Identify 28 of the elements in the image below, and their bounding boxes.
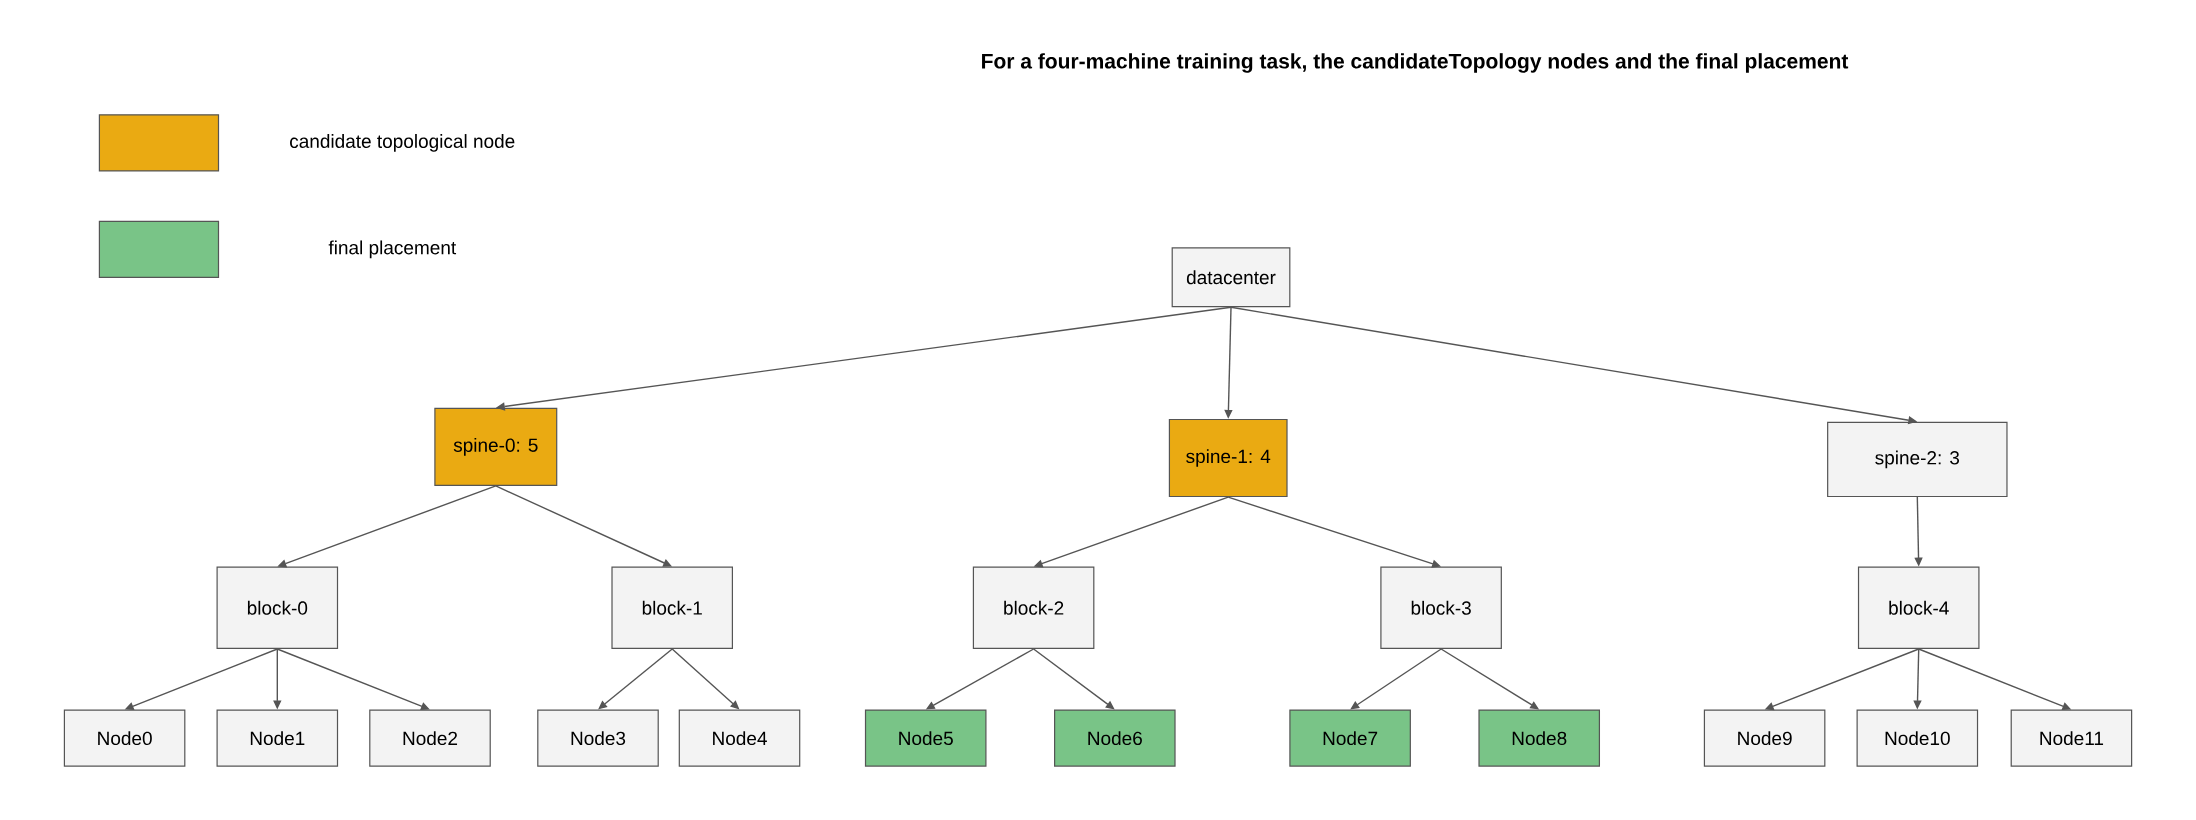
node-box: block-1: [611, 566, 733, 649]
legend-label: candidate topological node: [290, 134, 515, 152]
node-box: Node2: [369, 709, 491, 767]
node-box: Node8: [1478, 709, 1600, 767]
node-box: Node1: [216, 709, 339, 767]
node-box: Node6: [1054, 709, 1176, 767]
node-box: Node5: [864, 709, 987, 767]
arrow: [598, 648, 673, 710]
node-box: block-4: [1857, 566, 1980, 649]
node-box: Node3: [537, 709, 659, 767]
arrow: [276, 648, 430, 711]
node-box: Node11: [2010, 709, 2133, 767]
node-box: datacenter: [1171, 247, 1291, 308]
node-box: Node4: [678, 709, 801, 767]
node-box: block-2: [972, 566, 1095, 649]
title: For a four-machine training task, the candidateTopology nodes and the final placement: [982, 53, 1849, 73]
node-box: block-3: [1380, 566, 1502, 649]
node-box: block-0: [216, 566, 339, 649]
node-box: Node9: [1703, 709, 1826, 767]
arrow: [1350, 648, 1442, 710]
node-box: spine-0: 5: [434, 407, 558, 486]
node-box: Node7: [1289, 709, 1411, 767]
node-box: spine-1: 4: [1168, 418, 1288, 498]
arrow: [1032, 648, 1115, 710]
legend-label: final placement: [328, 240, 457, 259]
node-box: Node10: [1856, 709, 1979, 767]
node-box: spine-2: 3: [1827, 421, 2008, 498]
node-box: Node0: [63, 709, 186, 767]
